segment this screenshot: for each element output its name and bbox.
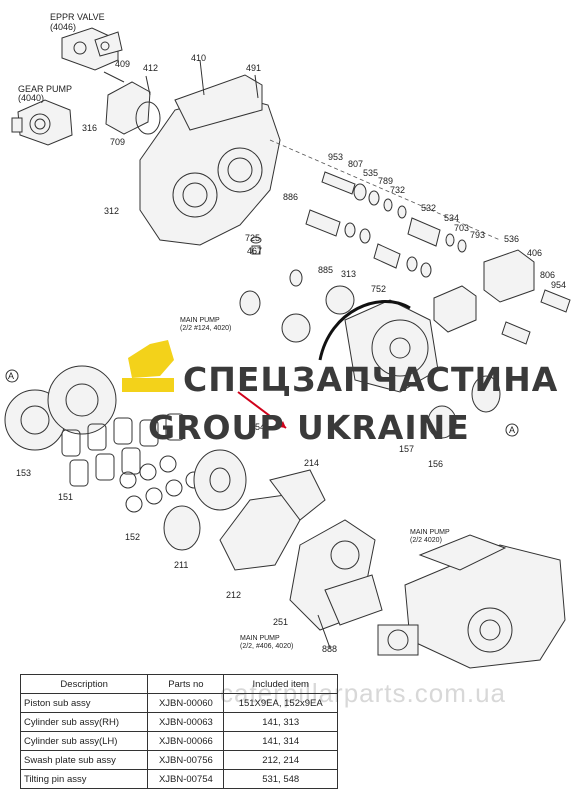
part-label: 312 xyxy=(104,206,119,216)
part-label: 888 xyxy=(322,644,337,654)
table-row: Swash plate sub assy XJBN-00756 212, 214 xyxy=(19,750,338,770)
part-label: 536 xyxy=(504,234,519,244)
watermark-line-1: СПЕЦЗАПЧАСТИНА xyxy=(183,360,559,399)
part-label: 709 xyxy=(110,137,125,147)
callout-main-pump-c: MAIN PUMP xyxy=(240,635,280,642)
part-label: 793 xyxy=(470,230,485,240)
table-header: Parts no xyxy=(147,674,225,694)
part-label: 954 xyxy=(551,280,566,290)
table-header-row: Description Parts no Included item xyxy=(19,674,338,694)
table-cell: Piston sub assy xyxy=(19,693,149,713)
part-label: 467 xyxy=(247,246,262,256)
table-cell: Tilting pin assy xyxy=(19,769,149,789)
parts-table: Description Parts no Included item Pisto… xyxy=(19,674,338,789)
exploded-parts-diagram: EPPR VALVE (4046) GEAR PUMP (4040) xyxy=(4,12,571,669)
callout-eppr-valve: EPPR VALVE xyxy=(50,12,105,22)
table-header: Included item xyxy=(223,674,338,694)
table-cell: XJBN-00756 xyxy=(147,750,225,770)
part-label: 313 xyxy=(341,269,356,279)
part-label: 885 xyxy=(318,265,333,275)
table-row: Cylinder sub assy(RH) XJBN-00063 141, 31… xyxy=(19,712,338,732)
part-label: 251 xyxy=(273,617,288,627)
part-label: A xyxy=(509,425,515,435)
table-cell: 151X9EA, 152x9EA xyxy=(223,693,338,713)
table-cell: XJBN-00066 xyxy=(147,731,225,751)
part-label: 409 xyxy=(115,59,130,69)
table-cell: XJBN-00754 xyxy=(147,769,225,789)
callout-main-pump-c-ref: (2/2, #406, 4020) xyxy=(240,643,293,650)
callout-gear-pump-ref: (4040) xyxy=(18,93,44,103)
part-label: 156 xyxy=(428,459,443,469)
part-label: 152 xyxy=(125,532,140,542)
table-cell: 141, 313 xyxy=(223,712,338,732)
callout-main-pump-b: MAIN PUMP xyxy=(410,529,450,536)
part-label: 541 xyxy=(255,422,270,432)
callout-main-pump-a: MAIN PUMP xyxy=(180,317,220,324)
part-number-labels: 409 412 410 491 316 709 312 953 807 535 … xyxy=(8,53,566,654)
part-label: 807 xyxy=(348,159,363,169)
swash-plate-drawing xyxy=(219,469,383,649)
callout-gear-pump: GEAR PUMP xyxy=(18,84,72,94)
table-row: Tilting pin assy XJBN-00754 531, 548 xyxy=(19,769,338,789)
part-label: 153 xyxy=(16,468,31,478)
part-label: 412 xyxy=(143,63,158,73)
part-label: 953 xyxy=(328,152,343,162)
table-row: Piston sub assy XJBN-00060 151X9EA, 152x… xyxy=(19,693,338,713)
callout-eppr-valve-ref: (4046) xyxy=(50,22,76,32)
table-cell: Cylinder sub assy(LH) xyxy=(19,731,149,751)
part-label: 157 xyxy=(399,444,414,454)
table-cell: Cylinder sub assy(RH) xyxy=(19,712,149,732)
table-cell: 212, 214 xyxy=(223,750,338,770)
logo-excavator-icon xyxy=(122,340,174,392)
part-label: 151 xyxy=(58,492,73,502)
part-label: A xyxy=(8,371,14,381)
table-header: Description xyxy=(19,674,149,694)
table-cell: Swash plate sub assy xyxy=(19,750,149,770)
part-label: 491 xyxy=(246,63,261,73)
part-label: 703 xyxy=(454,223,469,233)
watermark-line-2: GROUP UKRAINE xyxy=(148,408,470,447)
cylinder-block-drawing xyxy=(239,285,501,439)
part-label: 732 xyxy=(390,185,405,195)
table-cell: 531, 548 xyxy=(223,769,338,789)
part-label: 535 xyxy=(363,168,378,178)
part-label: 806 xyxy=(540,270,555,280)
table-cell: 141, 314 xyxy=(223,731,338,751)
part-label: 406 xyxy=(527,248,542,258)
part-label: 752 xyxy=(371,284,386,294)
part-label: 212 xyxy=(226,590,241,600)
part-label: 725 xyxy=(245,233,260,243)
eppr-valve-drawing xyxy=(61,27,123,71)
part-label: 534 xyxy=(444,213,459,223)
part-label: 214 xyxy=(304,458,319,468)
regulator-parts-drawing xyxy=(269,139,571,345)
part-label: 532 xyxy=(421,203,436,213)
main-pump-assembly-drawing xyxy=(377,534,566,669)
pump-housing-drawing xyxy=(139,59,281,246)
gear-pump-drawing xyxy=(11,99,73,146)
part-label: 886 xyxy=(283,192,298,202)
callout-main-pump-a-ref: (2/2 #124, 4020) xyxy=(180,325,231,332)
part-label: 316 xyxy=(82,123,97,133)
part-label: 211 xyxy=(174,560,188,570)
part-label: 410 xyxy=(191,53,206,63)
callout-main-pump-b-ref: (2/2 4020) xyxy=(410,537,442,544)
table-cell: XJBN-00060 xyxy=(147,693,225,713)
part-label: 789 xyxy=(378,176,393,186)
piston-assembly-drawing xyxy=(4,365,247,551)
table-row: Cylinder sub assy(LH) XJBN-00066 141, 31… xyxy=(19,731,338,751)
table-cell: XJBN-00063 xyxy=(147,712,225,732)
